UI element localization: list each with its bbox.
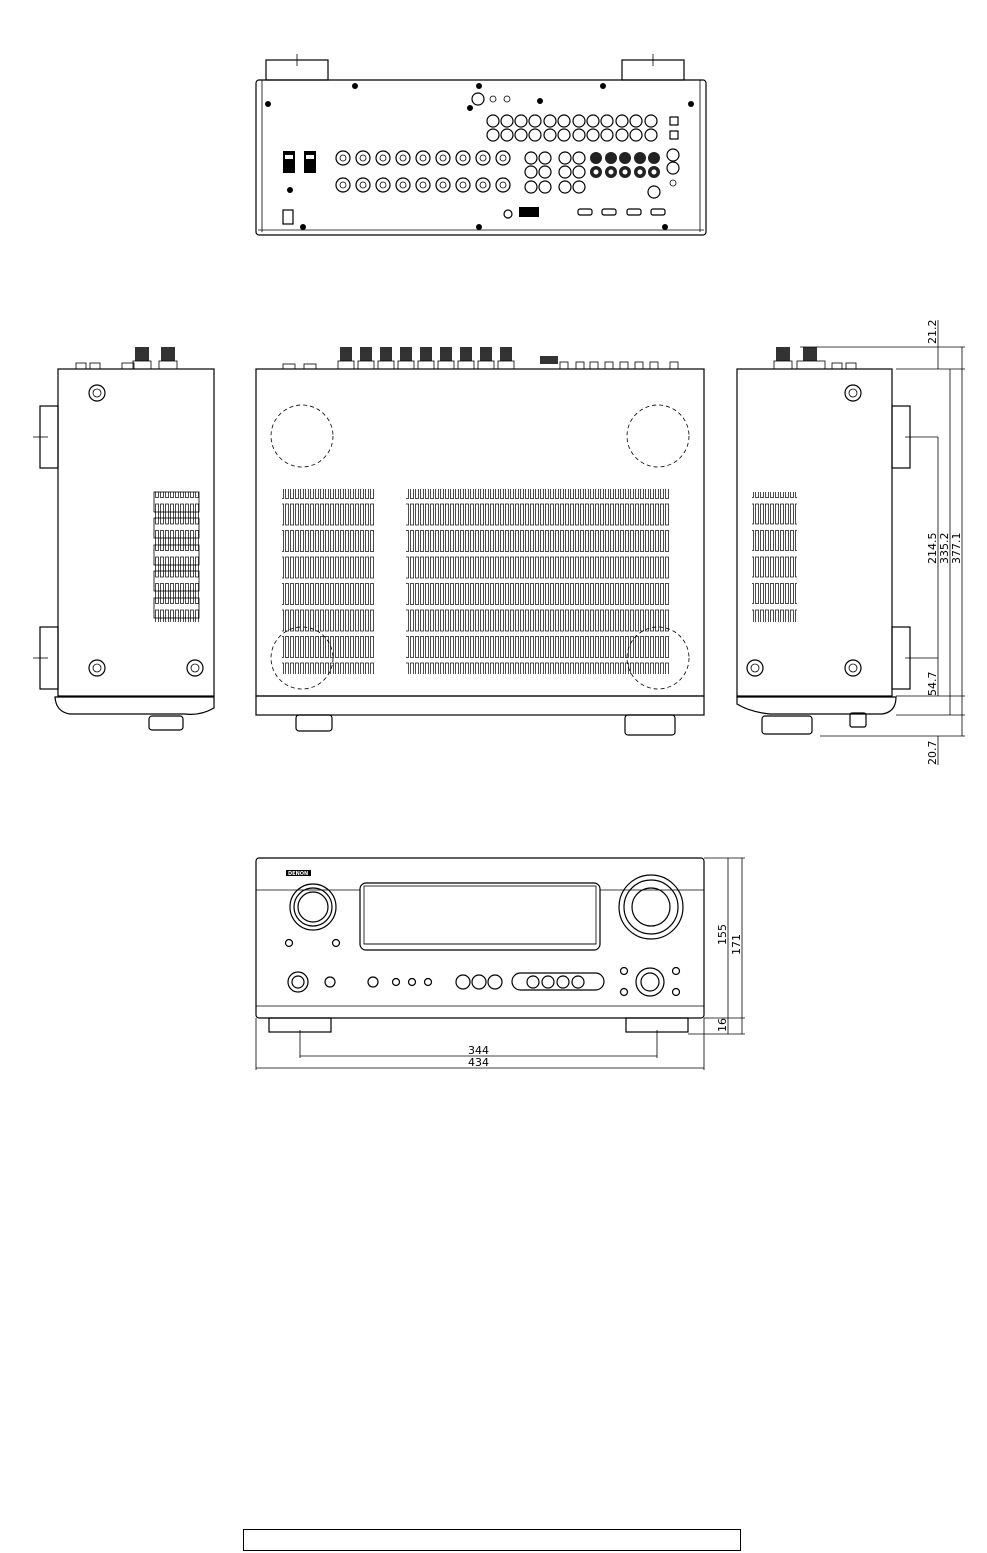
caption-box <box>243 1529 741 1551</box>
front-view: DENON <box>255 857 705 1033</box>
dim-20-7: 20.7 <box>926 741 939 766</box>
dim-214-5: 214.5 <box>926 533 939 565</box>
dim-155: 155 <box>716 924 729 945</box>
left-side-vents <box>154 492 199 622</box>
rear-view <box>255 54 707 236</box>
dim-21-2: 21.2 <box>926 320 939 345</box>
side-dimension-lines <box>800 320 965 765</box>
front-dimension-lines <box>255 857 745 1070</box>
top-view <box>255 347 705 736</box>
dim-335-2: 335.2 <box>938 533 951 565</box>
dim-54-7: 54.7 <box>926 672 939 697</box>
brand-logo: DENON <box>288 871 308 877</box>
dim-16: 16 <box>716 1018 729 1032</box>
dim-377-1: 377.1 <box>950 533 963 565</box>
dim-344: 344 <box>468 1044 489 1057</box>
dim-171: 171 <box>730 934 743 955</box>
dim-434: 434 <box>468 1056 489 1069</box>
right-side-view <box>736 347 938 735</box>
